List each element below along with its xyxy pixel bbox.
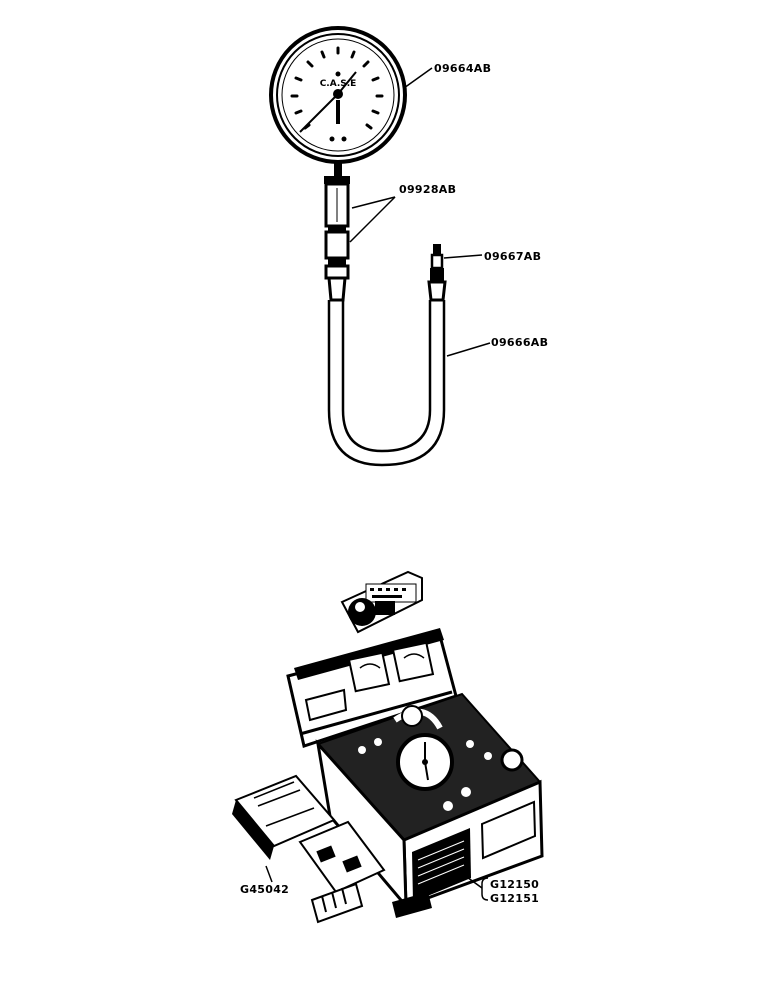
case-lid [286,628,458,748]
hose [327,300,446,467]
adapter-fitting-lower [324,226,350,280]
label-case-1: G12150 [490,878,539,891]
label-hose: 09666AB [491,336,548,349]
tester-kit-illustration: G45042 G12150 G12151 [232,570,544,924]
valve-chuck-fitting [427,244,447,302]
label-valve: 09667AB [484,250,541,263]
gauge-assembly: C.A.S.E [269,26,548,467]
adapter-fitting-upper [324,176,350,228]
display-card [340,570,423,634]
label-tester-kit: G45042 [240,883,289,896]
leader-lines-upper [349,67,491,357]
label-case-2: G12151 [490,892,539,905]
loose-tester-box [232,774,432,924]
label-gauge: 09664AB [434,62,491,75]
pressure-gauge-icon [269,26,407,164]
gauge-brand-text: C.A.S.E [320,79,357,89]
leader-lines-lower [265,865,489,901]
case-body [315,692,544,911]
label-adapters: 09928AB [399,183,456,196]
